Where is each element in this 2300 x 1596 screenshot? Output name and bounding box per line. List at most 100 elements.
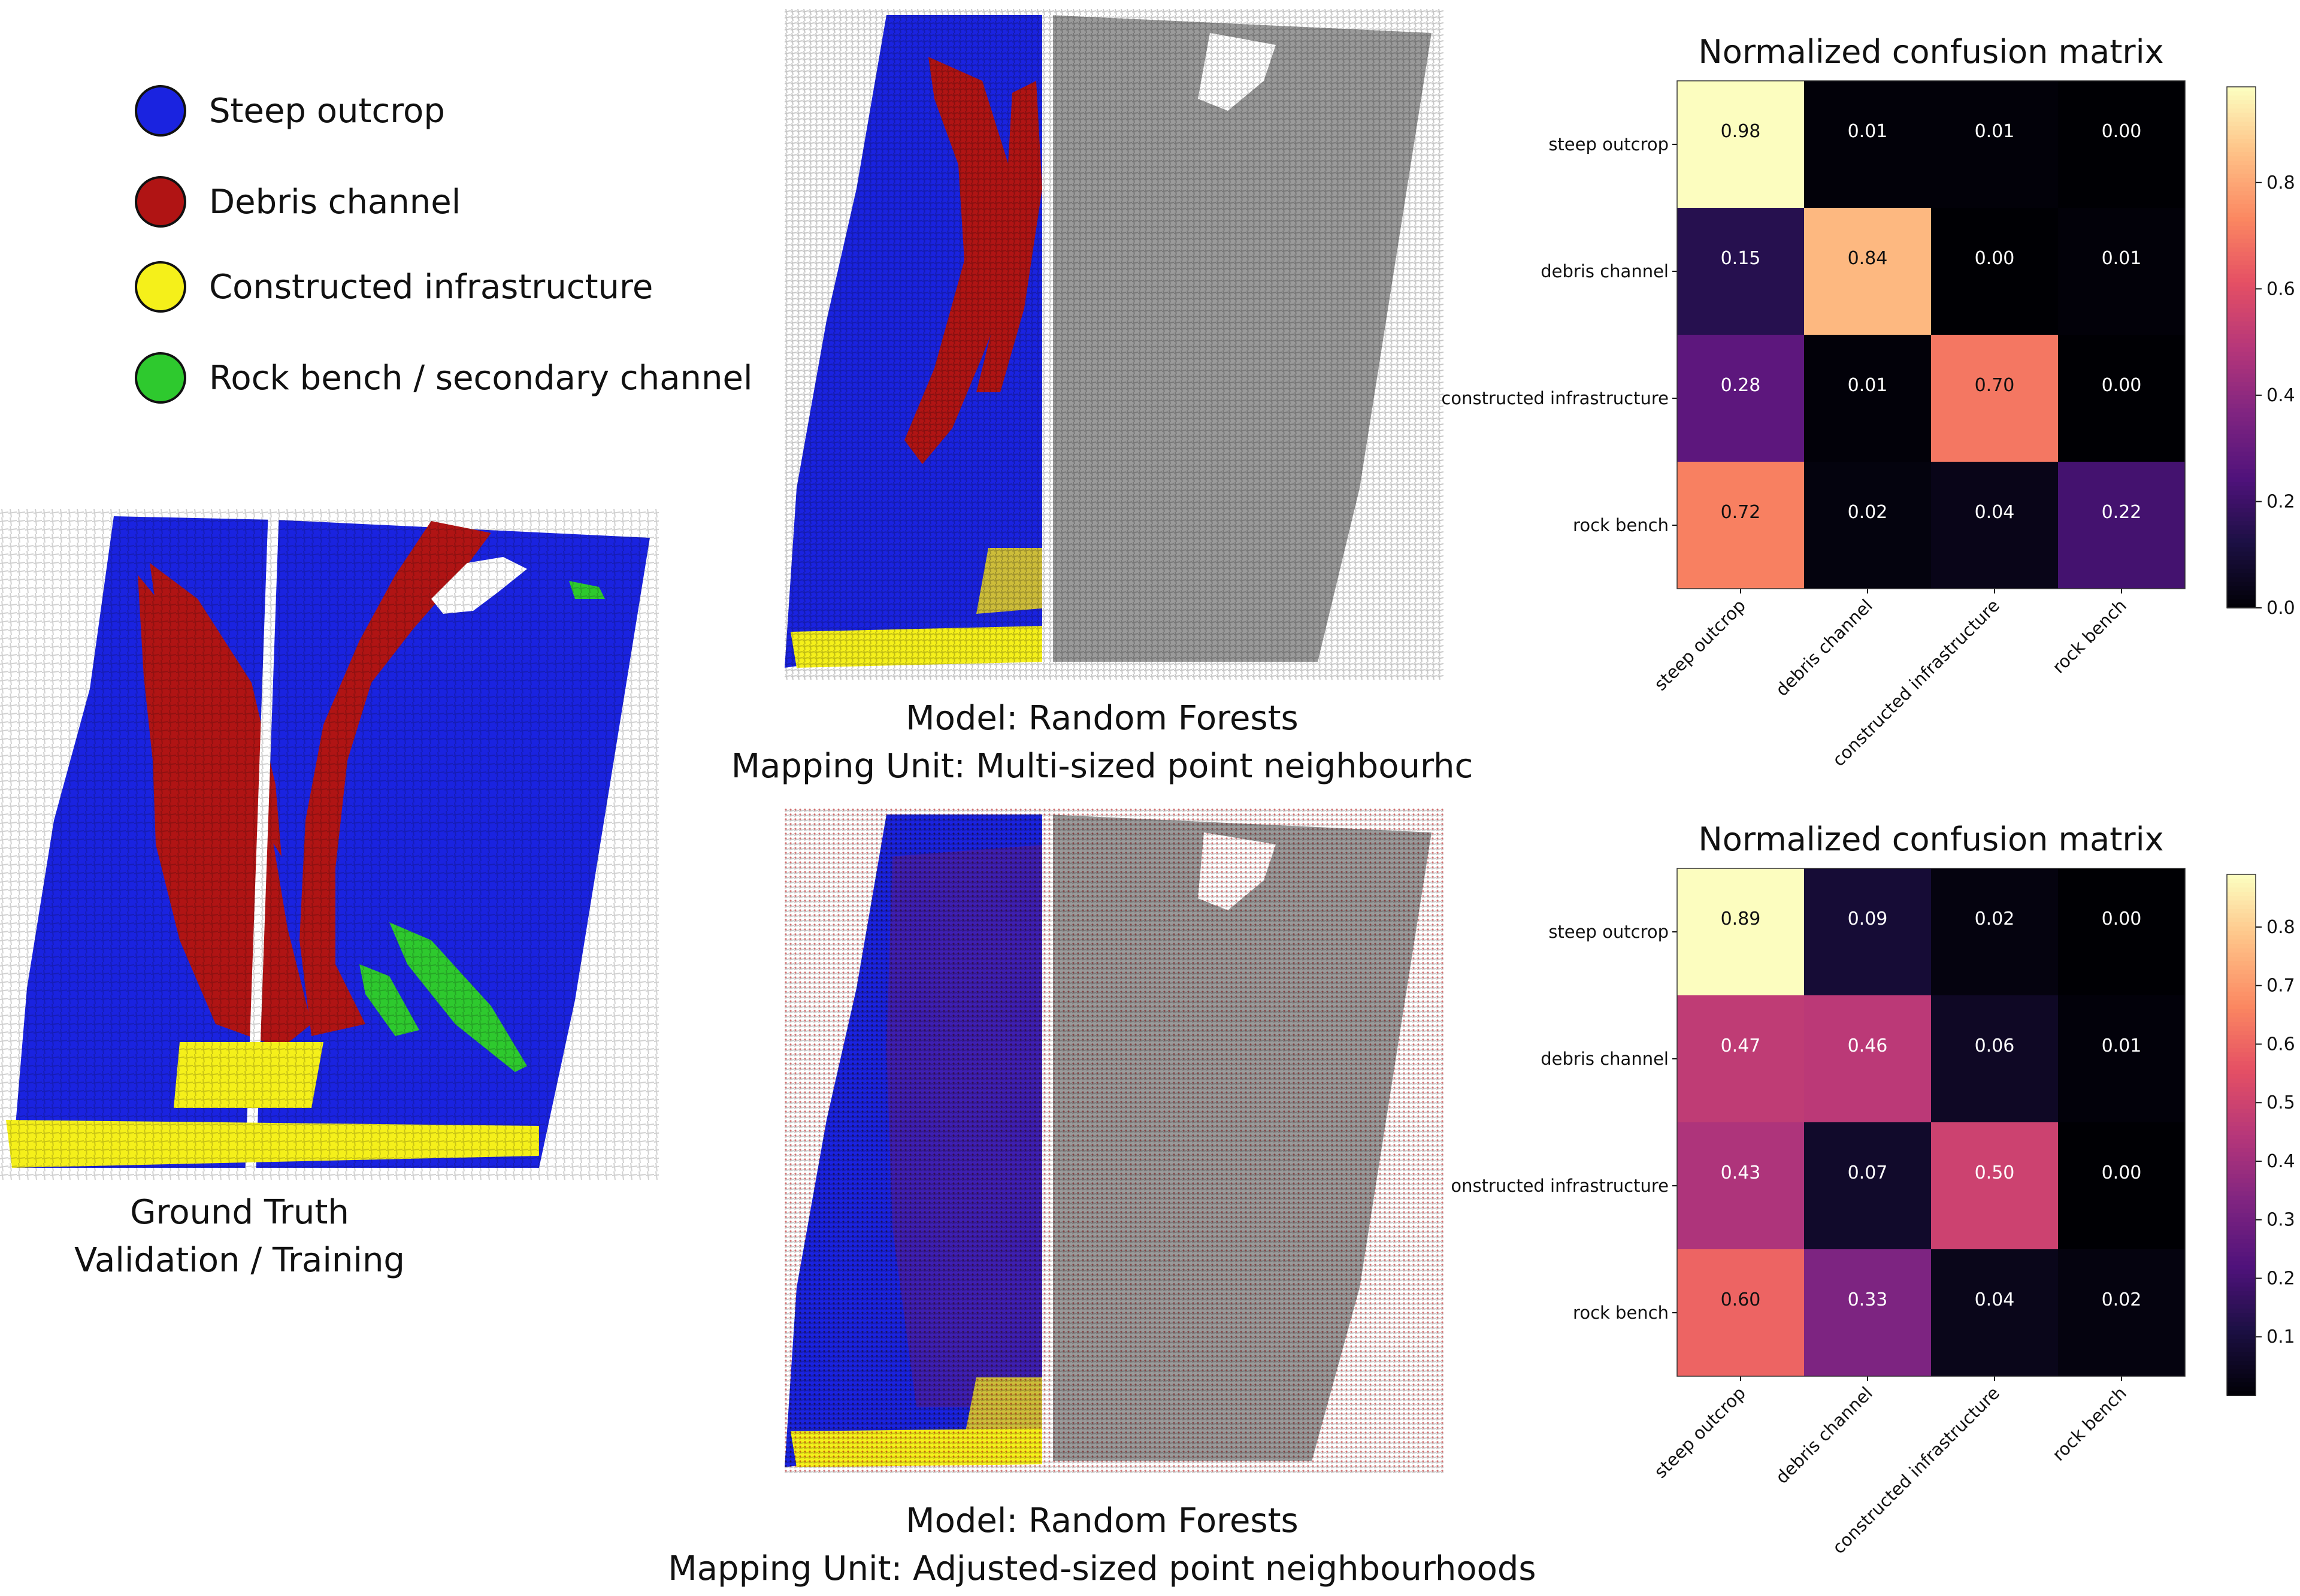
colorbar-segment	[2227, 1361, 2256, 1366]
colorbar-segment	[2227, 504, 2256, 509]
colorbar-segment	[2227, 1035, 2256, 1040]
colorbar-segment	[2227, 460, 2256, 465]
colorbar-segment	[2227, 1373, 2256, 1379]
colorbar-segment	[2227, 1330, 2256, 1335]
matrix-cell	[1804, 995, 1931, 1122]
colorbar-segment	[2227, 417, 2256, 422]
colorbar-segment	[2227, 464, 2256, 470]
legend-item-rock-bench: Rock bench / secondary channel	[135, 348, 753, 408]
colorbar-segment	[2227, 1170, 2256, 1175]
colorbar-segment	[2227, 508, 2256, 513]
colorbar-segment	[2227, 1226, 2256, 1231]
surface-texture	[785, 808, 1443, 1473]
colorbar-segment	[2227, 1338, 2256, 1344]
colorbar-tick-label: 0.3	[2266, 1210, 2295, 1231]
colorbar-segment	[2227, 1052, 2256, 1058]
y-tick-label: onstructed infrastructure	[1451, 1176, 1669, 1196]
colorbar-segment	[2227, 1239, 2256, 1244]
y-tick-label: debris channel	[1541, 1049, 1669, 1069]
colorbar-tick-label: 0.5	[2266, 1092, 2295, 1113]
surface-texture	[785, 9, 1443, 680]
caption-line: Mapping Unit: Multi-sized point neighbou…	[731, 747, 1473, 786]
colorbar-segment	[2227, 577, 2256, 583]
cell-value: 0.00	[1975, 248, 2015, 269]
cell-value: 0.43	[1721, 1162, 1761, 1183]
colorbar-segment	[2227, 226, 2256, 231]
colorbar-segment	[2227, 1265, 2256, 1270]
colorbar-segment	[2227, 91, 2256, 96]
x-tick-label: rock bench	[2048, 1383, 2130, 1465]
colorbar-segment	[2227, 495, 2256, 500]
cell-value: 0.89	[1721, 908, 1761, 929]
colorbar-segment	[2227, 892, 2256, 897]
cell-value: 0.47	[1721, 1035, 1761, 1056]
colorbar-segment	[2227, 595, 2256, 600]
colorbar-segment	[2227, 534, 2256, 539]
cell-value: 0.98	[1721, 121, 1761, 142]
colorbar-segment	[2227, 1165, 2256, 1170]
cell-value: 0.70	[1975, 375, 2015, 396]
cell-value: 0.04	[1975, 502, 2015, 523]
colorbar-segment	[2227, 191, 2256, 196]
colorbar-segment	[2227, 321, 2256, 326]
colorbar-segment	[2227, 1261, 2256, 1266]
matrix-title: Normalized confusion matrix	[1698, 820, 2163, 858]
colorbar-segment	[2227, 473, 2256, 479]
legend-item-steep-outcrop: Steep outcrop	[135, 81, 753, 141]
colorbar-segment	[2227, 412, 2256, 417]
colorbar-segment	[2227, 904, 2256, 910]
cell-value: 0.00	[2102, 908, 2142, 929]
y-tick-label: steep outcrop	[1548, 134, 1669, 155]
colorbar-segment	[2227, 243, 2256, 249]
matrix-cell	[1931, 1122, 2058, 1249]
legend-label: Debris channel	[209, 182, 461, 222]
colorbar-tick-label: 0.8	[2266, 172, 2295, 193]
colorbar-segment	[2227, 382, 2256, 387]
matrix-cell	[2058, 995, 2185, 1122]
colorbar-segment	[2227, 1095, 2256, 1101]
colorbar-segment	[2227, 1352, 2256, 1357]
colorbar-segment	[2227, 1109, 2256, 1114]
colorbar-segment	[2227, 1334, 2256, 1340]
caption-top-model: Model: Random Forests Mapping Unit: Mult…	[701, 695, 1503, 791]
legend-swatch-icon	[135, 176, 186, 228]
colorbar-segment	[2227, 104, 2256, 110]
colorbar-segment	[2227, 134, 2256, 140]
colorbar-segment	[2227, 499, 2256, 504]
colorbar-segment	[2227, 883, 2256, 888]
colorbar-segment	[2227, 961, 2256, 967]
colorbar-segment	[2227, 286, 2256, 292]
surface-texture	[0, 509, 659, 1180]
matrix-cell	[1677, 868, 1804, 995]
colorbar-segment	[2227, 169, 2256, 174]
matrix-cell	[1804, 208, 1931, 335]
matrix-cell	[2058, 335, 2185, 462]
colorbar-frame	[2226, 86, 2256, 608]
colorbar-segment	[2227, 1295, 2256, 1301]
colorbar-segment	[2227, 874, 2256, 880]
colorbar-segment	[2227, 879, 2256, 884]
caption-line: Mapping Unit: Adjusted-sized point neigh…	[668, 1549, 1536, 1588]
colorbar-segment	[2227, 429, 2256, 435]
colorbar-segment	[2227, 174, 2256, 179]
colorbar-segment	[2227, 599, 2256, 604]
colorbar-segment	[2227, 582, 2256, 587]
caption-line: Model: Random Forests	[906, 699, 1299, 738]
colorbar-segment	[2227, 551, 2256, 556]
colorbar-segment	[2227, 221, 2256, 226]
colorbar-segment	[2227, 330, 2256, 335]
colorbar-segment	[2227, 991, 2256, 997]
colorbar-segment	[2227, 317, 2256, 322]
colorbar-segment	[2227, 1204, 2256, 1210]
colorbar-segment	[2227, 182, 2256, 187]
colorbar-segment	[2227, 299, 2256, 305]
colorbar-segment	[2227, 208, 2256, 214]
colorbar-segment	[2227, 1061, 2256, 1066]
colorbar-segment	[2227, 1130, 2256, 1135]
colorbar-segment	[2227, 334, 2256, 340]
cell-value: 0.28	[1721, 375, 1761, 396]
colorbar-segment	[2227, 147, 2256, 153]
colorbar-segment	[2227, 547, 2256, 552]
legend-item-constructed-infrastructure: Constructed infrastructure	[135, 257, 753, 317]
